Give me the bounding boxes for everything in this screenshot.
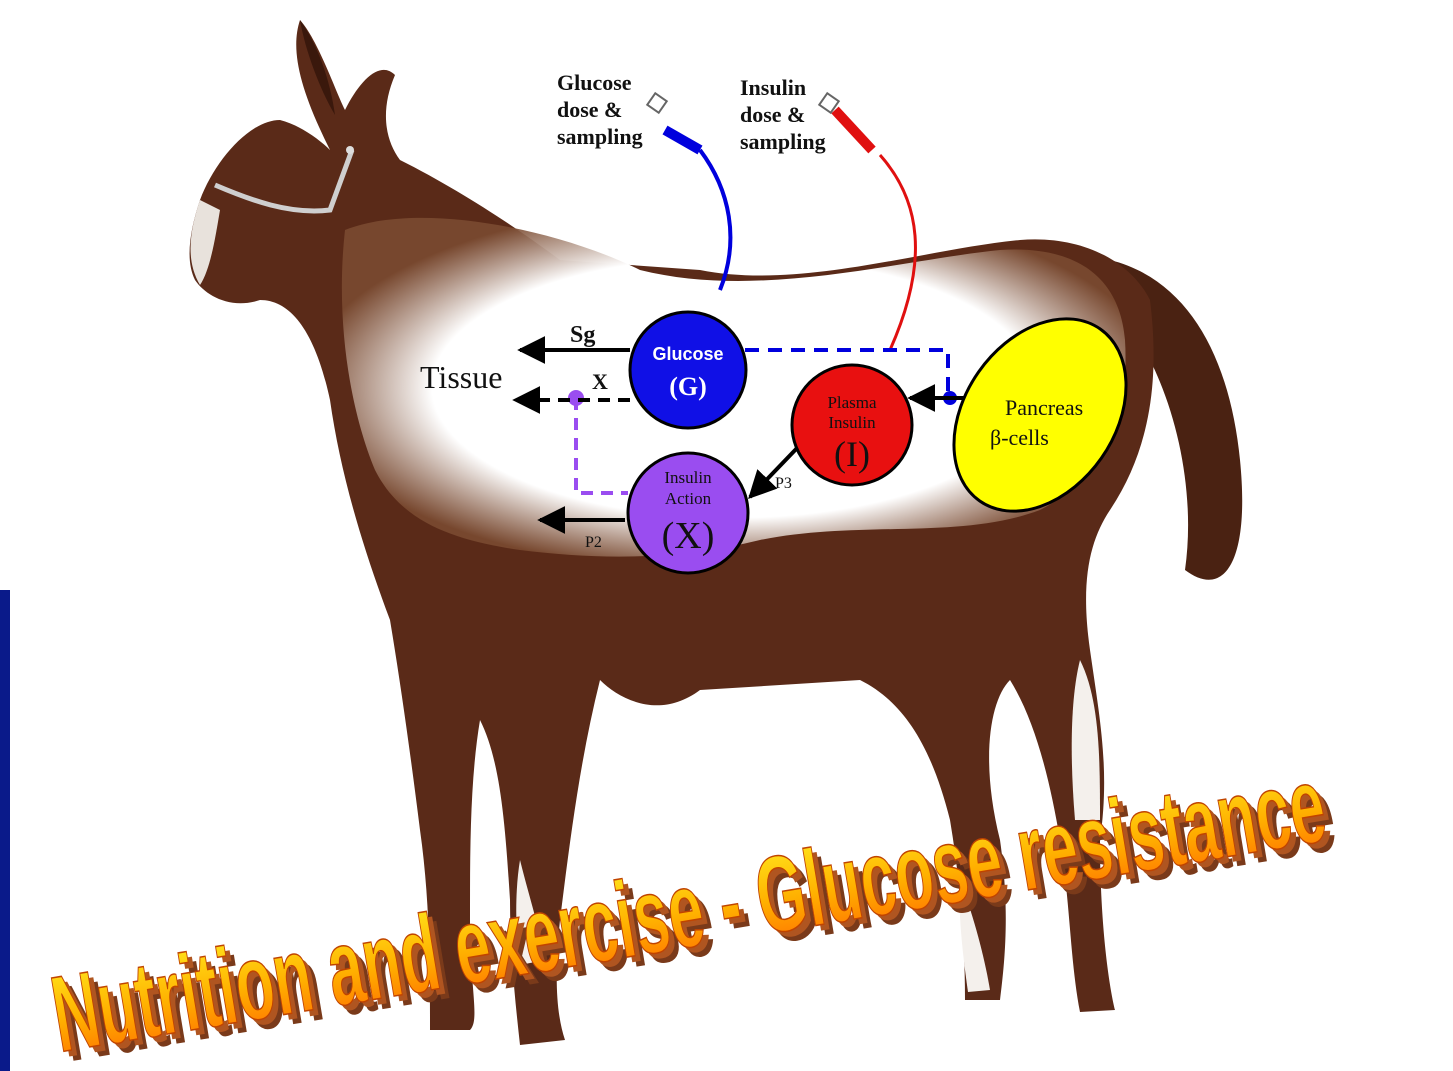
pancreas-label-2: β-cells: [990, 425, 1049, 450]
plasma-insulin-label-1: Plasma: [827, 393, 877, 412]
glucose-dose-line-1: Glucose: [557, 70, 632, 95]
insulin-dose-line-2: dose &: [740, 102, 805, 127]
plasma-insulin-node: Plasma Insulin (I): [792, 365, 912, 485]
insulin-action-node: Insulin Action (X): [628, 453, 748, 573]
sg-label: Sg: [570, 322, 595, 348]
insulin-action-symbol: (X): [662, 515, 715, 557]
plasma-insulin-label-2: Insulin: [828, 413, 876, 432]
glucose-dose-line-2: dose &: [557, 97, 622, 122]
p2-label: P2: [585, 534, 602, 551]
glucose-node: Glucose (G): [630, 312, 746, 428]
glucose-node-symbol: (G): [669, 372, 707, 401]
pancreas-label-1: Pancreas: [1005, 395, 1083, 420]
insulin-action-label-2: Action: [665, 489, 712, 508]
left-edge-accent: [0, 590, 10, 1071]
insulin-dose-line-3: sampling: [740, 129, 826, 154]
tissue-label: Tissue: [420, 359, 502, 395]
x-label: X: [592, 369, 608, 394]
glucose-dose-line-3: sampling: [557, 124, 643, 149]
p3-label: P3: [775, 475, 792, 492]
insulin-action-label-1: Insulin: [664, 468, 712, 487]
insulin-dose-line-1: Insulin: [740, 75, 806, 100]
plasma-insulin-symbol: (I): [834, 434, 870, 474]
glucose-node-label: Glucose: [652, 344, 723, 364]
